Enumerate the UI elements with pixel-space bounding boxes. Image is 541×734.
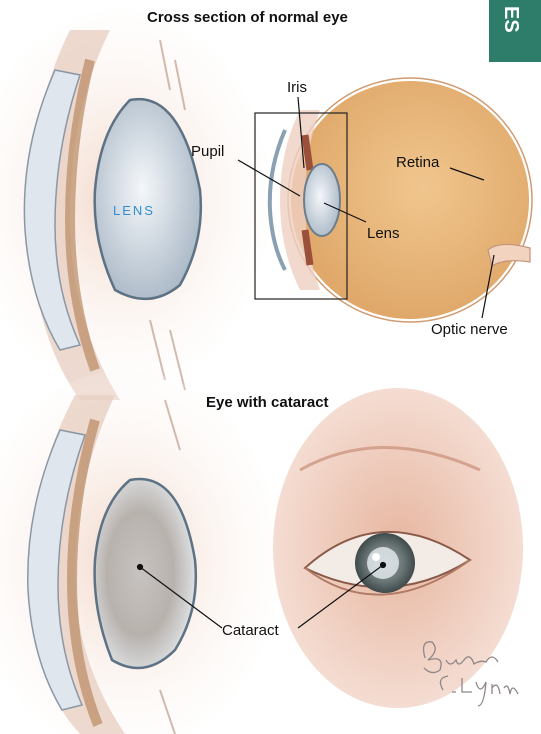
bottom-title: Eye with cataract <box>206 395 329 410</box>
lens-inner-label: LENS <box>113 203 155 218</box>
top-right-eyeball <box>270 78 532 322</box>
cataract-label: Cataract <box>222 623 279 638</box>
bottom-left-cataract-section <box>0 370 280 734</box>
retina-label: Retina <box>396 155 439 170</box>
optic-nerve-label: Optic nerve <box>431 322 508 337</box>
section-tab-label: ES <box>499 6 522 33</box>
top-title: Cross section of normal eye <box>147 10 348 25</box>
bottom-right-face-eye <box>273 388 523 708</box>
pupil-label: Pupil <box>191 144 224 159</box>
iris-label: Iris <box>287 80 307 95</box>
lens-label: Lens <box>367 226 400 241</box>
